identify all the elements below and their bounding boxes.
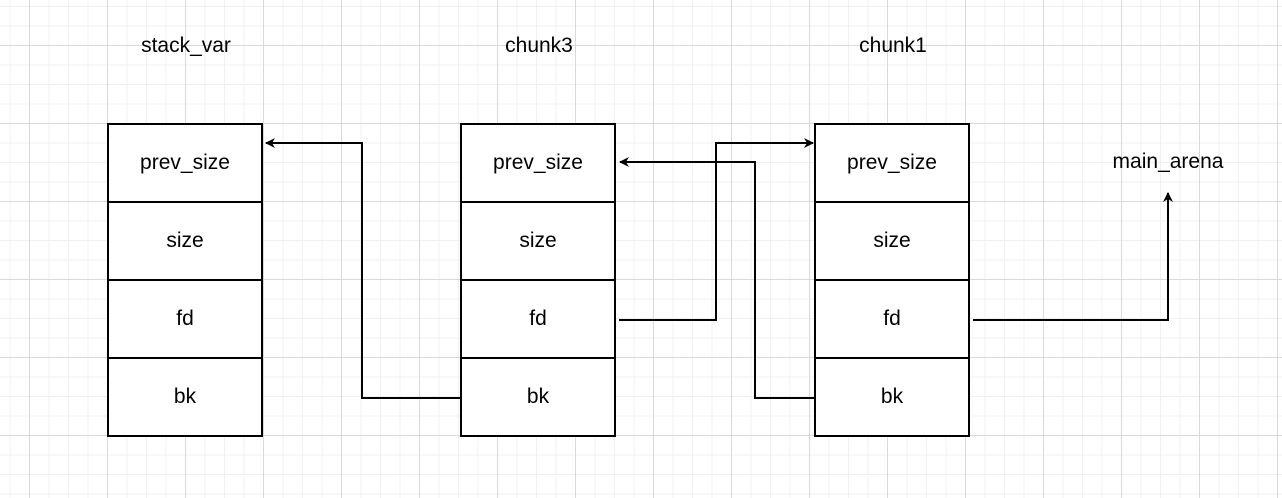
chunk1-bk: bk <box>880 385 904 408</box>
stack-var-title: stack_var <box>141 34 231 57</box>
chunk1-size: size <box>816 203 968 281</box>
stack-var-bk: bk <box>173 385 197 408</box>
chunk3-chunk: prev_size size fd bk <box>460 123 616 437</box>
chunk3-bk-arrow <box>265 138 461 399</box>
chunk1-chunk: prev_size size fd bk <box>814 123 970 437</box>
stack-var-chunk: prev_size size fd bk <box>107 123 263 437</box>
chunk3-fd: fd <box>462 281 614 359</box>
chunk1-prev-size: prev_size <box>816 125 968 203</box>
stack-var-size: size <box>109 203 261 281</box>
chunk3-fd-arrow <box>619 138 814 321</box>
chunk3-bk: bk <box>526 385 550 408</box>
chunk1-fd: fd <box>816 281 968 359</box>
chunk3-title: chunk3 <box>505 34 573 57</box>
chunk1-title: chunk1 <box>859 34 927 57</box>
chunk1-bk-arrow <box>619 157 815 399</box>
chunk3-prev-size: prev_size <box>462 125 614 203</box>
main-arena-label: main_arena <box>1112 150 1224 173</box>
chunk3-size: size <box>462 203 614 281</box>
chunk1-fd-arrow <box>973 192 1173 321</box>
stack-var-fd: fd <box>109 281 261 359</box>
stack-var-prev-size: prev_size <box>109 125 261 203</box>
